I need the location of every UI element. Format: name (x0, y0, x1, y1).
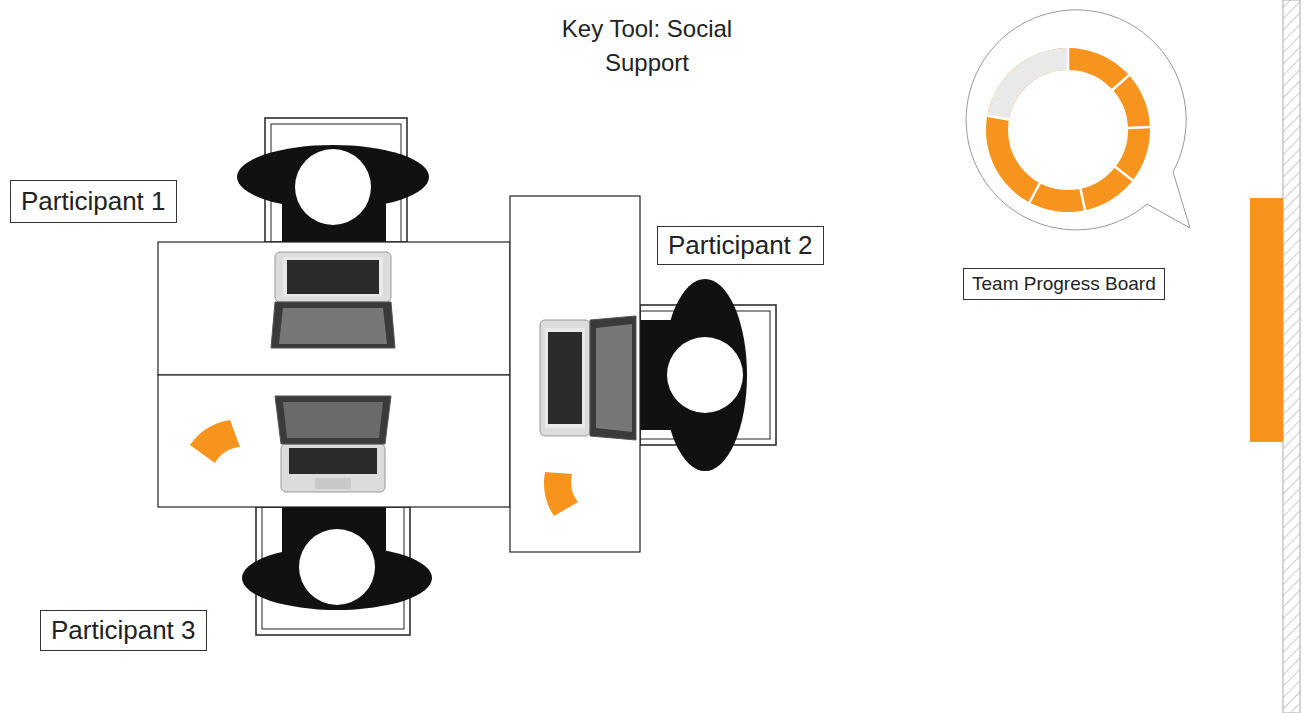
person-head (295, 149, 371, 225)
label-box: Participant 3 (40, 610, 207, 651)
label-text: Team Progress Board (972, 273, 1156, 295)
progress-piece (544, 472, 578, 516)
ring-separators (986, 47, 1151, 211)
label-text: Participant 3 (51, 615, 196, 646)
label-text: Participant 1 (21, 186, 166, 217)
laptop (271, 252, 395, 348)
label-box: Participant 2 (657, 226, 824, 265)
table (510, 196, 640, 552)
ring-separator (1067, 47, 1070, 71)
ring-separator (1114, 166, 1133, 181)
person-shoulders (663, 279, 747, 471)
ring-separator (1080, 188, 1085, 211)
label-text: Participant 2 (668, 230, 813, 261)
wall-display (1250, 198, 1283, 442)
ring-separator (1029, 182, 1040, 203)
diagram-title: Key Tool: Social Support (552, 12, 742, 80)
table (158, 375, 510, 507)
laptop (540, 316, 636, 440)
wall (1283, 0, 1300, 713)
person-head (667, 337, 743, 413)
table (158, 242, 510, 375)
label-box: Team Progress Board (963, 268, 1165, 300)
progress-ring (997, 59, 1139, 201)
board-outline (966, 10, 1190, 230)
person-head (299, 529, 375, 605)
ring-separator (1112, 74, 1130, 90)
progress-remaining (998, 59, 1068, 118)
label-box: Participant 1 (10, 180, 177, 223)
ring-separator (986, 116, 1010, 120)
laptop (275, 396, 391, 492)
ring-separator (1127, 126, 1151, 129)
progress-piece (190, 420, 240, 463)
